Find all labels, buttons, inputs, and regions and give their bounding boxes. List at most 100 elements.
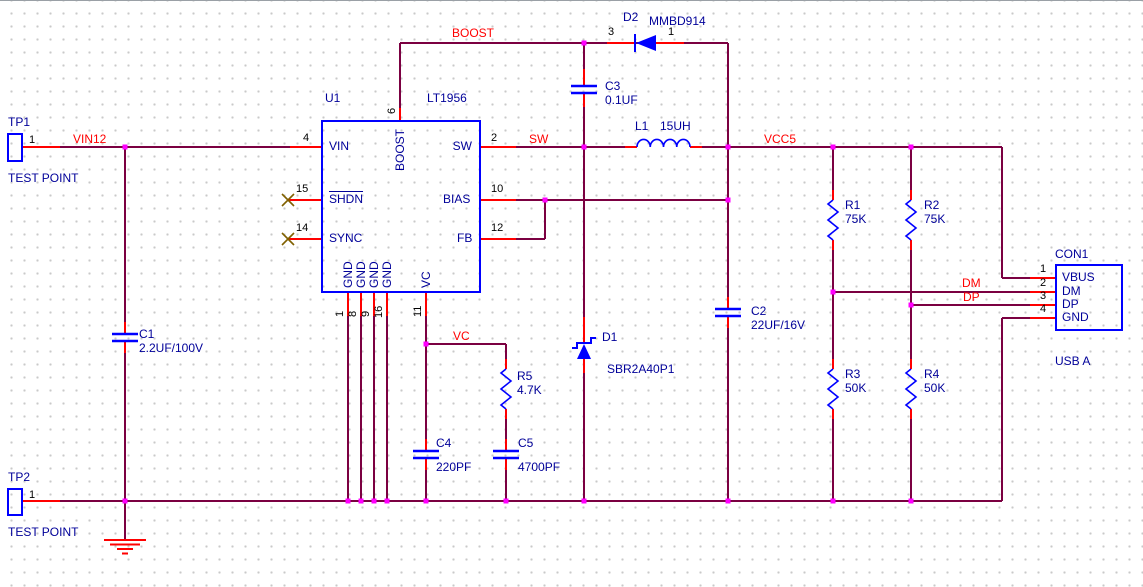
con1-pin-name-dp: DP — [1062, 297, 1079, 311]
r1-zigzag — [826, 199, 840, 241]
c5-ref-label: C5 — [518, 436, 534, 450]
u1-pin-name-gnd2: GND — [354, 261, 368, 288]
d2-symbol[interactable] — [634, 34, 656, 52]
c3-value-label: 0.1UF — [605, 93, 638, 107]
net-label-vc[interactable]: VC — [453, 329, 470, 343]
l1-ref-label: L1 — [635, 119, 649, 133]
c3-plates — [571, 84, 597, 95]
net-label-vcc5[interactable]: VCC5 — [764, 132, 797, 146]
r3-zigzag — [826, 368, 840, 410]
d1-symbol[interactable] — [572, 337, 596, 359]
r1-symbol[interactable] — [826, 199, 840, 241]
net-label-dp[interactable]: DP — [963, 290, 980, 304]
c5-value-label: 4700PF — [518, 460, 561, 474]
no-connect-x-shdn — [281, 193, 295, 207]
c4-symbol[interactable] — [413, 449, 439, 460]
u1-pin-name-sync: SYNC — [329, 231, 363, 245]
r5-ref-label: R5 — [517, 369, 533, 383]
u1-pin-number-14: 14 — [296, 222, 309, 234]
r4-zigzag — [904, 368, 918, 410]
tp2-ref-label: TP2 — [8, 470, 31, 484]
c2-ref-label: C2 — [751, 304, 767, 318]
c2-symbol[interactable] — [715, 307, 741, 318]
u1-pin-number-10: 10 — [491, 183, 504, 195]
r2-value-label: 75K — [924, 212, 946, 226]
net-label-sw[interactable]: SW — [529, 132, 549, 146]
con1-pin-number-2: 2 — [1040, 277, 1047, 289]
u1-pin-number-11: 11 — [412, 305, 424, 317]
u1-pin-name-gnd4: GND — [380, 261, 394, 288]
u1-pin-name-gnd1: GND — [341, 261, 355, 288]
u1-pin-name-vc: VC — [419, 271, 433, 288]
l1-symbol[interactable] — [636, 138, 691, 148]
u1-pin-number-8: 8 — [347, 310, 359, 317]
d1-triangle — [577, 344, 591, 359]
d1-cathode-bar — [572, 337, 596, 349]
net-label-vin12[interactable]: VIN12 — [73, 132, 107, 146]
r4-ref-label: R4 — [924, 367, 940, 381]
r3-ref-label: R3 — [845, 367, 861, 381]
r5-symbol[interactable] — [499, 368, 513, 410]
d1-value-label: SBR2A40P1 — [607, 362, 675, 376]
l1-value-label: 15UH — [660, 119, 691, 133]
tp2-desc-label: TEST POINT — [8, 525, 79, 539]
tp1-pin-number: 1 — [29, 134, 36, 146]
r2-ref-label: R2 — [924, 198, 940, 212]
u1-pin-number-16: 16 — [373, 305, 385, 318]
con1-pin-number-1: 1 — [1040, 263, 1047, 275]
tp1-symbol[interactable] — [7, 133, 23, 162]
junction-dots — [122, 40, 914, 504]
c4-ref-label: C4 — [436, 436, 452, 450]
tp1-desc-label: TEST POINT — [8, 171, 79, 185]
tp1-body — [7, 133, 23, 162]
con1-type-label: USB A — [1055, 354, 1091, 368]
con1-pin-name-gnd: GND — [1062, 310, 1089, 324]
c5-plates — [493, 449, 519, 460]
u1-pin-number-15: 15 — [296, 183, 309, 195]
net-label-dm[interactable]: DM — [962, 276, 981, 290]
c1-ref-label: C1 — [139, 327, 155, 341]
con1-pin-number-3: 3 — [1040, 290, 1047, 302]
tp2-body — [7, 488, 23, 516]
c3-ref-label: C3 — [605, 79, 621, 93]
u1-pin-number-2: 2 — [491, 132, 498, 144]
u1-pin-number-9: 9 — [360, 310, 372, 317]
net-label-boost[interactable]: BOOST — [452, 26, 495, 40]
u1-pin-number-12: 12 — [491, 222, 504, 234]
d1-ref-label: D1 — [602, 330, 618, 344]
u1-pin-name-boost: BOOST — [393, 128, 407, 171]
no-connect-x-sync — [281, 232, 295, 246]
r3-symbol[interactable] — [826, 368, 840, 410]
r4-symbol[interactable] — [904, 368, 918, 410]
pin-stubs — [22, 42, 1056, 502]
c1-plates — [112, 332, 138, 343]
u1-pin-name-vin: VIN — [329, 139, 350, 153]
u1-ref-label: U1 — [325, 91, 341, 105]
tp2-symbol[interactable] — [7, 488, 23, 516]
u1-pin-name-gnd3: GND — [367, 261, 381, 288]
r4-value-label: 50K — [924, 381, 946, 395]
d2-pin-number-1: 1 — [668, 26, 675, 38]
con1-ref-label: CON1 — [1055, 247, 1089, 261]
con1-pin-name-vbus: VBUS — [1062, 270, 1095, 284]
d2-triangle — [636, 35, 656, 51]
u1-symbol[interactable] — [321, 120, 481, 293]
r2-zigzag — [904, 199, 918, 241]
u1-pin-name-sw: SW — [452, 139, 472, 153]
con1-symbol[interactable] — [1055, 264, 1123, 331]
c1-value-label: 2.2UF/100V — [139, 341, 204, 355]
con1-body — [1055, 264, 1123, 331]
r2-symbol[interactable] — [904, 199, 918, 241]
u1-pin-number-6: 6 — [386, 107, 398, 114]
c5-symbol[interactable] — [493, 449, 519, 460]
ground-symbol[interactable] — [104, 539, 146, 555]
d2-ref-label: D2 — [623, 10, 639, 24]
u1-pin-name-bias: BIAS — [443, 192, 471, 206]
c1-symbol[interactable] — [112, 332, 138, 343]
u1-pin-number-4: 4 — [303, 132, 310, 144]
c3-symbol[interactable] — [571, 84, 597, 95]
r1-value-label: 75K — [845, 212, 867, 226]
r1-ref-label: R1 — [845, 198, 861, 212]
ground-bars — [104, 539, 146, 555]
c2-value-label: 22UF/16V — [751, 318, 806, 332]
